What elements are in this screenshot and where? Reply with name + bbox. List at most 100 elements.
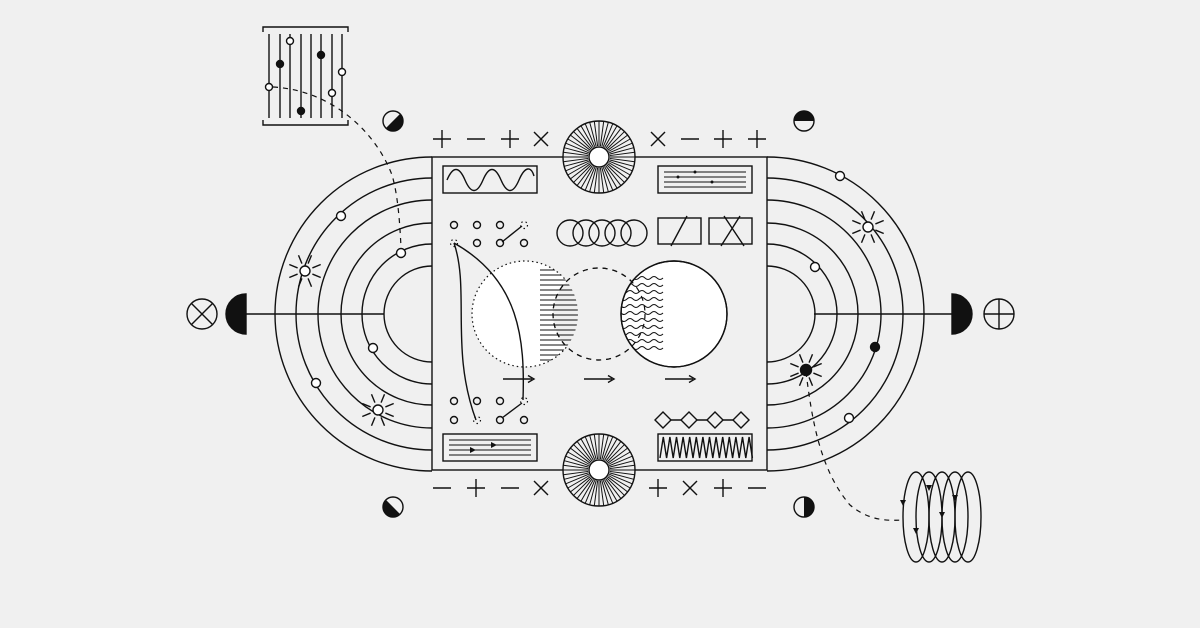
- plus-icon: [649, 479, 667, 497]
- disc-spoke: [607, 134, 628, 151]
- disc-spoke: [584, 166, 596, 191]
- disc-spoke: [609, 151, 635, 157]
- disc-spoke: [576, 128, 593, 149]
- disc-spoke: [609, 460, 634, 468]
- plus-icon: [714, 479, 732, 497]
- grid-link: [501, 225, 523, 243]
- diamond-chain-icon: [654, 411, 750, 429]
- disc-spoke: [608, 473, 633, 485]
- grid-dot: [519, 415, 529, 425]
- slider-knob: [337, 67, 347, 77]
- cross-icon: [650, 131, 666, 147]
- disc-spoke: [602, 436, 614, 461]
- disc-spoke: [570, 447, 591, 464]
- disc-spoke: [599, 434, 605, 460]
- arrow-down-icon: [952, 495, 958, 501]
- grid-dot: [519, 238, 529, 248]
- cross-icon: [533, 131, 549, 147]
- orbit-ring: [383, 265, 433, 363]
- half-circle-icon: [793, 110, 815, 132]
- disc-spoke: [589, 435, 597, 460]
- disc-spoke: [606, 164, 625, 183]
- disc-spoke: [609, 464, 635, 470]
- wave-line: [621, 304, 664, 308]
- plus-icon: [467, 479, 485, 497]
- disc-spoke: [604, 125, 618, 148]
- disc-spoke: [580, 479, 594, 502]
- zigzag-box-icon: [657, 433, 754, 462]
- disc-spoke: [584, 436, 596, 461]
- disc-spoke: [604, 166, 618, 189]
- arrow-right-icons: [503, 374, 697, 384]
- disc-spoke: [599, 167, 605, 193]
- overlapping-circles-icon: [556, 219, 648, 247]
- diamond-node: [706, 411, 724, 429]
- disc-spoke: [608, 142, 633, 154]
- circled-plus-icon: [983, 298, 1015, 330]
- disc-spoke: [564, 472, 589, 480]
- grid-dot: [495, 220, 505, 230]
- grid-dot: [519, 220, 529, 230]
- plus-icon: [433, 130, 451, 148]
- disc-spoke: [564, 460, 589, 468]
- sunburst-icon: [790, 354, 822, 386]
- arrow-down-icon: [939, 512, 945, 518]
- disc-spoke: [593, 167, 599, 193]
- disc-spoke: [608, 455, 633, 467]
- half-circle-icon: [951, 293, 973, 335]
- plus-icon: [748, 130, 766, 148]
- arrow-right-icon: [503, 374, 536, 384]
- disc-spoke: [573, 444, 592, 463]
- slider-knob: [285, 36, 295, 46]
- slider-knob: [296, 106, 306, 116]
- symbol-marks: [433, 130, 766, 497]
- disc-spoke: [565, 455, 590, 467]
- wave-line: [621, 311, 664, 315]
- disc-spoke: [584, 479, 596, 504]
- disc-spoke: [602, 166, 614, 191]
- disc-spoke: [580, 438, 594, 461]
- half-circle-icon: [793, 496, 815, 518]
- grid-dot: [472, 220, 482, 230]
- disc-spoke: [589, 167, 597, 192]
- wave-icon: [442, 165, 538, 194]
- coil-loop: [954, 471, 982, 563]
- sunburst-icon: [852, 211, 884, 243]
- disc-spoke: [602, 123, 614, 148]
- disc-spoke: [580, 125, 594, 148]
- disc-spoke: [576, 441, 593, 462]
- disc-spoke: [567, 451, 590, 465]
- disc-spoke: [567, 162, 590, 176]
- disc-spoke: [570, 134, 591, 151]
- disc-spoke: [593, 121, 599, 147]
- disc-spoke: [593, 434, 599, 460]
- grid-dot: [449, 415, 459, 425]
- disc-spoke: [573, 477, 592, 496]
- dashed-connector-top-left: [272, 86, 402, 249]
- sunburst-icon: [289, 255, 321, 287]
- disc-spoke: [607, 447, 628, 464]
- disc-spoke: [609, 159, 634, 167]
- half-circle-icon: [382, 496, 404, 518]
- disc-spoke: [564, 147, 589, 155]
- slider-knob: [327, 88, 337, 98]
- spoked-disc-bottom: [562, 433, 636, 507]
- disc-spoke: [589, 122, 597, 147]
- disc-spoke: [608, 138, 631, 152]
- half-circle-icon: [225, 293, 247, 335]
- disc-spoke: [608, 475, 631, 489]
- disc-spoke: [606, 477, 625, 496]
- disc-spoke: [608, 162, 631, 176]
- slider-panel-icon: [262, 26, 349, 126]
- disc-spoke: [576, 165, 593, 186]
- disc-spoke: [567, 475, 590, 489]
- lined-arrow-box-icon: [442, 433, 538, 462]
- dot-grid-top: [449, 220, 529, 248]
- disc-spoke: [565, 160, 590, 172]
- diamond-node: [732, 411, 750, 429]
- disc-spoke: [584, 123, 596, 148]
- disc-spoke: [589, 480, 597, 505]
- grid-dot: [519, 396, 529, 406]
- disc-spoke: [573, 164, 592, 183]
